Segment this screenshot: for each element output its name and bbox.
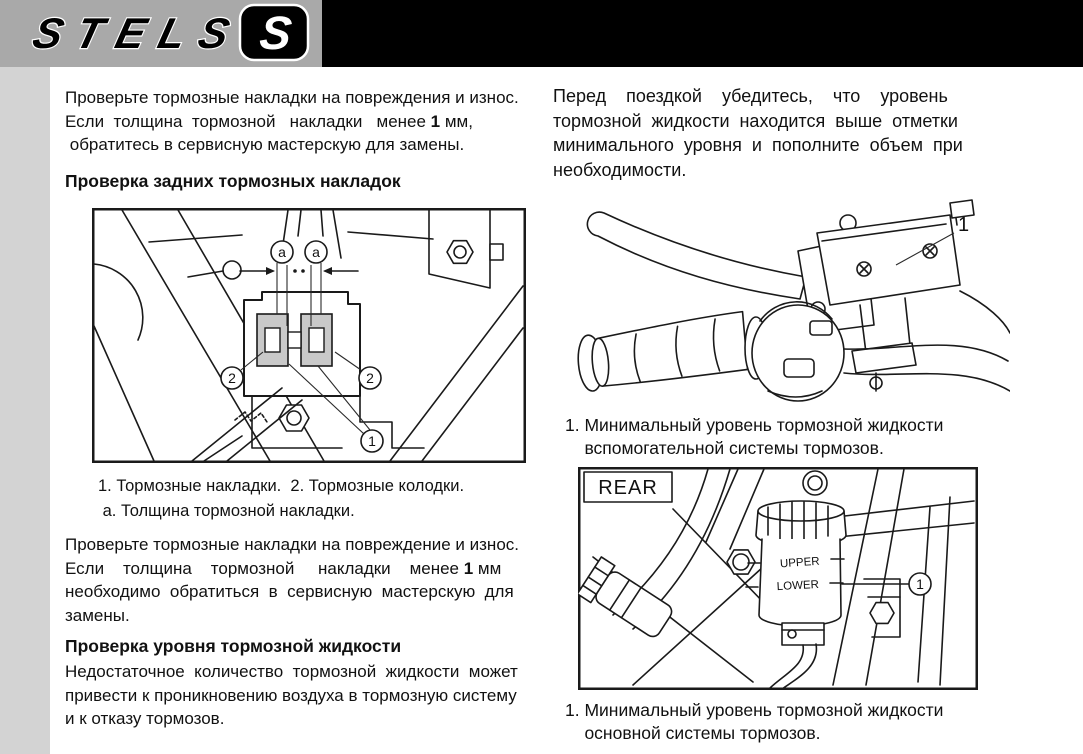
paragraph-text: мм необходимо обратиться в сервисную мас… xyxy=(65,558,514,625)
paragraph-text: Проверьте тормозные накладки на поврежде… xyxy=(65,88,519,131)
figure1-caption: 1. Тормозные накладки. 2. Тормозные коло… xyxy=(98,477,465,520)
figure-line-art xyxy=(577,199,1010,402)
paragraph-before-ride: Перед поездкой убедитесь, что уровень то… xyxy=(553,86,963,180)
paragraph-pad-check-1: Проверьте тормозные накладки на поврежде… xyxy=(65,86,585,157)
brake-pads-shapes xyxy=(256,313,333,367)
pointer-line xyxy=(895,232,955,266)
callout-a-icon: a xyxy=(304,240,328,264)
callout-2-icon: 2 xyxy=(358,366,382,390)
upper-mark-label: UPPER xyxy=(780,556,820,571)
heading-fluid-level-check: Проверка уровня тормозной жидкости xyxy=(65,636,402,656)
svg-text:2: 2 xyxy=(366,370,374,386)
paragraph-fluid-warning: Недостаточное количество тормозной жидко… xyxy=(65,662,518,728)
header-black-panel xyxy=(322,0,1083,67)
figure-brake-lever: 1 xyxy=(577,199,1010,402)
rear-tag-label: REAR xyxy=(598,477,658,499)
thickness-arrows xyxy=(239,267,359,275)
badge-letter: S xyxy=(257,6,294,59)
caption-main-system: 1. Минимальный уровень тормозной жидкост… xyxy=(565,700,944,743)
bold-value: 1 xyxy=(430,111,441,131)
caption-auxiliary-system: 1. Минимальный уровень тормозной жидкост… xyxy=(565,415,944,458)
bold-value: 1 xyxy=(463,558,474,578)
stels-logo: STELS S xyxy=(27,3,310,62)
page-left-margin-strip xyxy=(0,67,50,754)
reservoir-label-1: 1 xyxy=(958,214,969,236)
rear-tag-box xyxy=(583,471,673,503)
svg-text:2: 2 xyxy=(228,370,236,386)
callout-2-icon: 2 xyxy=(220,366,244,390)
figure-line-art xyxy=(578,468,975,690)
callout-1-icon: 1 xyxy=(360,429,384,453)
svg-text:a: a xyxy=(278,244,286,260)
callout-a-icon: a xyxy=(270,240,294,264)
paragraph-text: мм, обратитесь в сервисную мастерскую дл… xyxy=(69,111,473,155)
svg-text:a: a xyxy=(312,244,320,260)
brand-text: STELS xyxy=(28,10,236,58)
heading-rear-pads-check: Проверка задних тормозных накладок xyxy=(65,171,401,191)
svg-text:1: 1 xyxy=(368,433,376,449)
leader-lines xyxy=(240,263,371,435)
figure-rear-reservoir: REAR UPPER LOWER 1 xyxy=(578,467,978,690)
svg-text:1: 1 xyxy=(916,576,924,592)
callout-1-icon: 1 xyxy=(908,572,932,596)
stels-badge-icon: S xyxy=(238,3,310,62)
stels-wordmark: STELS xyxy=(27,8,237,59)
paragraph-pad-check-2: Проверьте тормозные накладки на поврежде… xyxy=(65,533,585,627)
lower-mark-label: LOWER xyxy=(776,579,819,593)
figure-rear-brake-pads: a a 2 2 1 xyxy=(92,208,526,463)
paragraph-text: Проверьте тормозные накладки на поврежде… xyxy=(65,535,519,578)
